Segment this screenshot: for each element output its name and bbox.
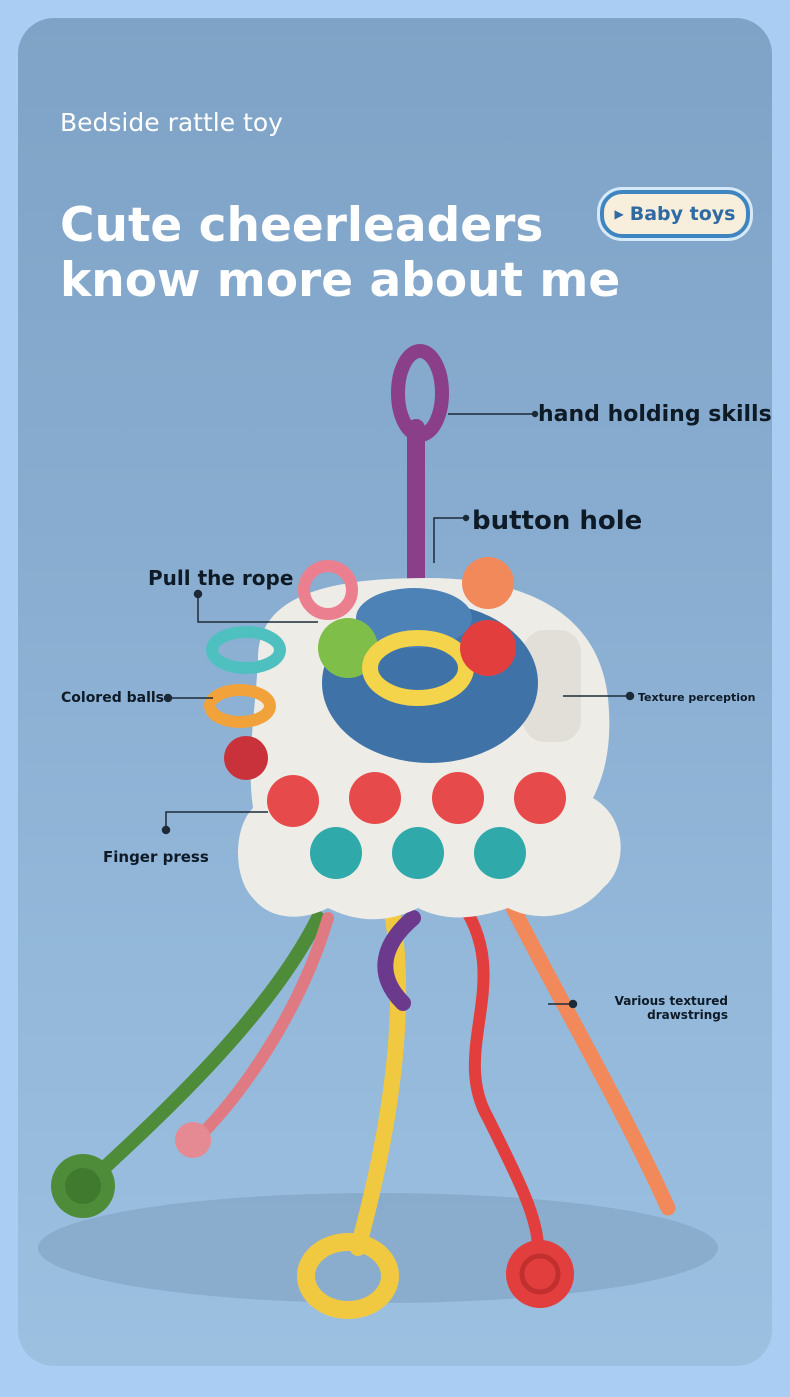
red-ring: [460, 620, 516, 676]
callout-lines: [161, 410, 635, 1009]
callout-pull-rope: Pull the rope: [148, 566, 294, 590]
headline-line-2: know more about me: [60, 253, 621, 308]
headline-line-1: Cute cheerleaders: [60, 198, 544, 253]
yellow-ring: [297, 1233, 399, 1319]
pink-ring: [298, 560, 358, 620]
badge-label: Baby toys: [629, 203, 736, 225]
pink-string: [192, 912, 334, 1144]
headline: Cute cheerleaders know more about me: [60, 198, 700, 308]
purple-ring: [391, 344, 449, 442]
callout-drawstrings-line-1: Various textured: [614, 994, 728, 1008]
pop-buttons: [267, 772, 566, 879]
callout-drawstrings: Various textured drawstrings: [584, 994, 728, 1022]
subtitle: Bedside rattle toy: [60, 108, 283, 137]
red-disc: [506, 1240, 574, 1308]
play-triangle-icon: ▶: [614, 207, 624, 221]
yellow-ring-top: [362, 630, 474, 706]
orange-ring: [204, 684, 276, 728]
callout-button-hole: button hole: [472, 506, 643, 536]
callout-drawstrings-line-2: drawstrings: [647, 1008, 728, 1022]
texture-pad: [523, 630, 581, 742]
callout-colored-balls: Colored balls: [61, 690, 165, 706]
product-card: Bedside rattle toy Cute cheerleaders kno…: [18, 18, 772, 1366]
teal-ring: [206, 626, 286, 674]
red-gear: [224, 736, 268, 780]
orange-string: [500, 890, 676, 1216]
red-string: [452, 892, 544, 1254]
pink-string-end: [175, 1122, 211, 1158]
baby-toys-badge: ▶ Baby toys: [600, 190, 750, 238]
yellow-string: [350, 910, 407, 1256]
callout-hand-holding: hand holding skills: [538, 402, 772, 427]
purple-string-loop: [377, 910, 421, 1011]
green-string: [81, 911, 325, 1190]
callout-finger-press: Finger press: [103, 848, 209, 866]
sensory-toy-illustration: [38, 344, 718, 1319]
orange-flower: [462, 557, 514, 609]
callout-texture: Texture perception: [638, 691, 756, 704]
